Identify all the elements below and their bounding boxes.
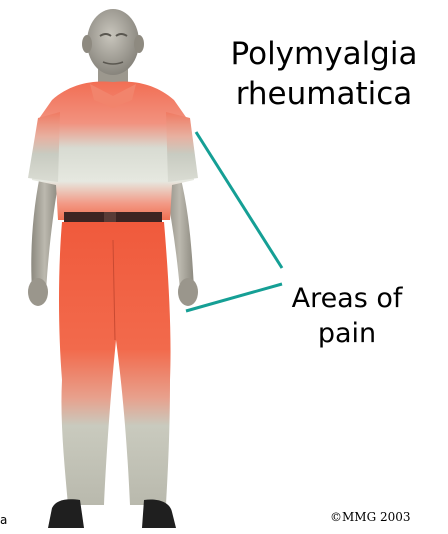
right-shoe (142, 500, 176, 529)
right-sleeve (166, 112, 198, 182)
belt-buckle (104, 212, 116, 223)
left-shoe (48, 499, 84, 528)
pointer-line-hip (186, 284, 282, 311)
left-ear (82, 35, 92, 53)
callout-line-2: pain (272, 316, 422, 351)
right-ear (134, 35, 144, 53)
left-arm (31, 175, 58, 292)
head (87, 9, 139, 75)
copyright-notice: ©MMG 2003 (330, 510, 411, 524)
callout-line-1: Areas of (272, 281, 422, 316)
pain-callout: Areas of pain (272, 281, 422, 351)
left-hand (28, 278, 48, 306)
title-line-1: Polymyalgia (200, 34, 448, 74)
left-sleeve (28, 112, 60, 182)
diagram-title: Polymyalgia rheumatica (200, 34, 448, 114)
pants (59, 222, 171, 505)
pointer-line-shoulder (196, 132, 282, 268)
text-fragment: a (0, 513, 7, 527)
right-hand (178, 278, 198, 306)
title-line-2: rheumatica (200, 74, 448, 114)
